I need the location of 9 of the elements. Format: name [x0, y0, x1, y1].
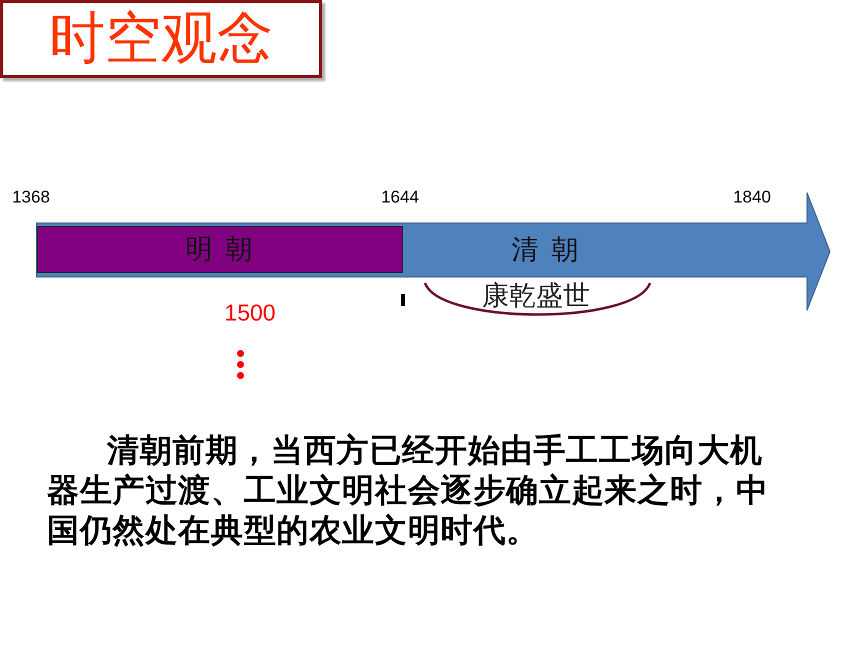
paragraph: 清朝前期，当西方已经开始由手工工场向大机器生产过渡、工业文明社会逐步确立起来之时，中国仍然处在典型的农业文明时代。 — [47, 430, 770, 550]
title-box: 时空观念 — [0, 0, 322, 78]
year-label: 1644 — [381, 188, 419, 206]
year-label: 1368 — [12, 188, 50, 206]
year-label: 1840 — [733, 188, 771, 206]
year-label: 1500 — [224, 302, 276, 324]
period-label: 清 朝 — [512, 236, 580, 264]
period-band: 明 朝 — [37, 226, 403, 273]
bracket-label: 康乾盛世 — [482, 282, 590, 310]
